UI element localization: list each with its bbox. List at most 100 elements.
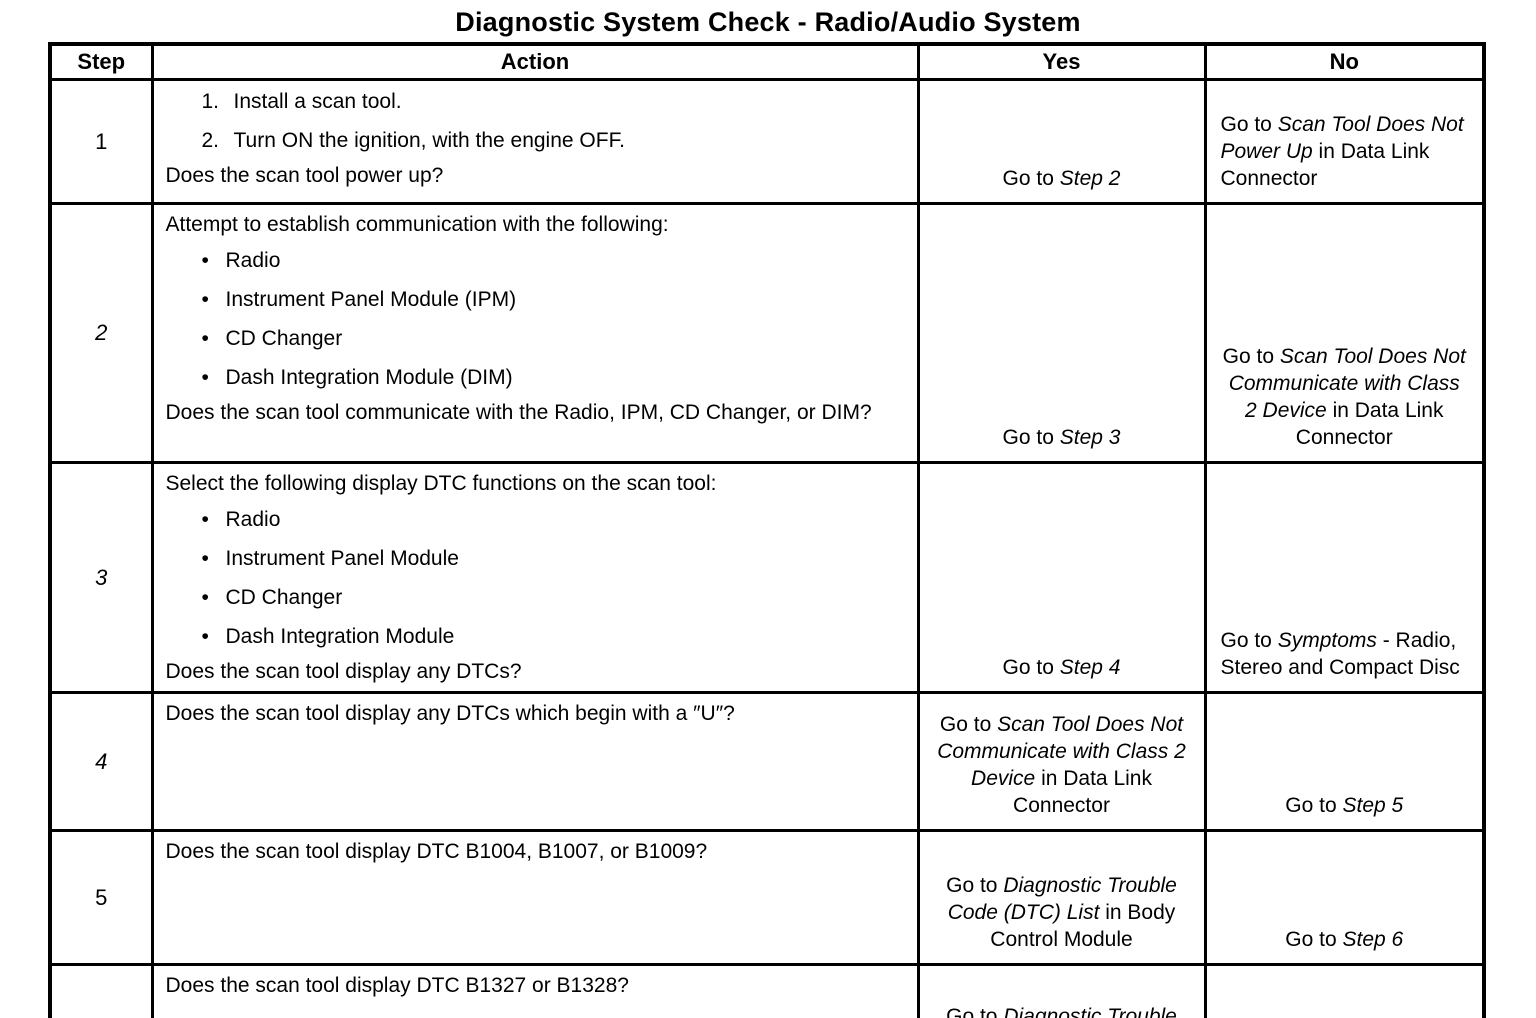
action-bullet-item: • Radio xyxy=(202,506,905,533)
list-number: 2. xyxy=(201,129,220,152)
diagnostic-table: Step Action Yes No 1 1. Install a scan too… xyxy=(48,42,1486,1018)
list-item-text: Radio xyxy=(225,508,281,531)
bullet-icon: • xyxy=(201,547,209,570)
action-bullet-item: • Instrument Panel Module (IPM) xyxy=(202,286,905,313)
no-cell: Go to Symptoms - Radio, Stereo and Compa… xyxy=(1203,461,1486,694)
list-number: 1. xyxy=(201,90,220,113)
list-item-text: Instrument Panel Module (IPM) xyxy=(225,288,517,311)
table-row: 1 1. Install a scan tool. 2. Turn ON the ign… xyxy=(48,78,1486,205)
no-cell: Go to Step 5 xyxy=(1203,691,1486,832)
step-cell: 5 xyxy=(48,829,154,966)
action-cell: Select the following display DTC functio… xyxy=(150,461,920,694)
italic-text: Step 4 xyxy=(1059,656,1121,679)
italic-text: Diagnostic Trouble Code (DTC) List xyxy=(1003,1005,1177,1018)
list-item-text: CD Changer xyxy=(225,327,343,350)
action-bullet-item: • CD Changer xyxy=(202,584,905,611)
col-header-yes: Yes xyxy=(916,42,1207,81)
italic-text: Step 2 xyxy=(1059,167,1121,190)
plain-text: Go to xyxy=(1222,345,1280,368)
plain-text: in Data Link Connector xyxy=(1013,767,1152,817)
plain-text: Go to xyxy=(1285,794,1343,817)
no-cell: Go to Scan Tool Does Not Power Up in Dat… xyxy=(1203,78,1486,205)
table-row: 6 Does the scan tool display DTC B1327 or… xyxy=(48,963,1486,1018)
plain-text: Go to xyxy=(1002,167,1060,190)
list-item-text: Install a scan tool. xyxy=(233,90,402,113)
yes-cell: Go to Scan Tool Does Not Communicate wit… xyxy=(916,691,1207,832)
plain-text: Go to xyxy=(1220,113,1278,136)
bullet-icon: • xyxy=(201,249,209,272)
plain-text: Go to xyxy=(1002,656,1060,679)
action-numbered-item: 2. Turn ON the ignition, with the engine … xyxy=(202,127,905,154)
action-question: Does the scan tool display any DTCs? xyxy=(165,660,522,683)
italic-text: Step 6 xyxy=(1342,928,1404,951)
action-cell: Attempt to establish communication with … xyxy=(150,202,920,464)
action-bullet-item: • Radio xyxy=(202,247,905,274)
italic-text: Step 5 xyxy=(1342,794,1404,817)
col-header-step: Step xyxy=(48,42,154,81)
action-cell: Does the scan tool display any DTCs whic… xyxy=(150,691,920,832)
table-row: 4 Does the scan tool display any DTCs whi… xyxy=(48,691,1486,832)
bullet-icon: • xyxy=(201,366,209,389)
plain-text: in Data Link Connector xyxy=(1295,399,1444,449)
plain-text: - Radio, Stereo and Compact Disc xyxy=(1220,629,1460,679)
italic-text: Scan Tool Does Not Power Up xyxy=(1220,113,1464,163)
plain-text: Go to xyxy=(1285,928,1343,951)
yes-cell: Go to Step 3 xyxy=(916,202,1207,464)
plain-text: Go to xyxy=(939,713,998,736)
action-question: Does the scan tool communicate with the … xyxy=(165,401,872,424)
list-item-text: Turn ON the ignition, with the engine OF… xyxy=(233,129,625,152)
table-row: 5 Does the scan tool display DTC B1004, B… xyxy=(48,829,1486,966)
plain-text: in Body Control Module xyxy=(990,901,1176,951)
italic-text: Scan Tool Does Not Communicate with Clas… xyxy=(937,713,1186,790)
plain-text: Go to xyxy=(1002,426,1060,449)
table-body: 1 1. Install a scan tool. 2. Turn ON the ign… xyxy=(48,78,1486,1018)
step-cell: 6 xyxy=(48,963,154,1018)
plain-text: Go to xyxy=(946,874,1004,897)
action-numbered-item: 1. Install a scan tool. xyxy=(202,88,905,115)
list-item-text: Dash Integration Module (DIM) xyxy=(225,366,513,389)
action-cell: 1. Install a scan tool. 2. Turn ON the igni… xyxy=(150,78,920,205)
list-item-text: Radio xyxy=(225,249,281,272)
plain-text: in Data Link Connector xyxy=(1220,140,1430,190)
bullet-icon: • xyxy=(201,586,209,609)
action-cell: Does the scan tool display DTC B1004, B1… xyxy=(150,829,920,966)
bullet-icon: • xyxy=(201,508,209,531)
bullet-icon: • xyxy=(201,625,209,648)
list-item-text: CD Changer xyxy=(225,586,343,609)
no-cell: Go to Step 6 xyxy=(1203,829,1486,966)
yes-cell: Go to Step 2 xyxy=(916,78,1207,205)
list-item-text: Dash Integration Module xyxy=(225,625,455,648)
action-bullet-item: • Instrument Panel Module xyxy=(202,545,905,572)
page-title: Diagnostic System Check - Radio/Audio Sy… xyxy=(455,7,1081,37)
italic-text: Step 3 xyxy=(1059,426,1121,449)
action-question: Does the scan tool display DTC B1327 or … xyxy=(165,974,629,997)
yes-cell: Go to Diagnostic Trouble Code (DTC) List… xyxy=(916,829,1207,966)
bullet-icon: • xyxy=(201,288,209,311)
italic-text: Symptoms xyxy=(1277,629,1377,652)
no-cell: Go to Diagnostic Trouble Code (DTC) List xyxy=(1203,963,1486,1018)
step-cell: 1 xyxy=(48,78,154,205)
col-header-no: No xyxy=(1203,42,1486,81)
plain-text: Go to xyxy=(946,1005,1004,1018)
step-cell: 3 xyxy=(48,461,154,694)
action-bullet-item: • CD Changer xyxy=(202,325,905,352)
action-bullet-item: • Dash Integration Module (DIM) xyxy=(202,364,905,391)
col-header-action: Action xyxy=(150,42,920,81)
step-cell: 2 xyxy=(48,202,154,464)
yes-cell: Go to Diagnostic Trouble Code (DTC) List… xyxy=(916,963,1207,1018)
table-row: 2 Attempt to establish communication with… xyxy=(48,202,1486,464)
italic-text: Diagnostic Trouble Code (DTC) List xyxy=(947,874,1177,924)
action-intro: Attempt to establish communication with … xyxy=(165,213,669,236)
bullet-icon: • xyxy=(201,327,209,350)
list-item-text: Instrument Panel Module xyxy=(225,547,459,570)
yes-cell: Go to Step 4 xyxy=(916,461,1207,694)
action-question: Does the scan tool display DTC B1004, B1… xyxy=(165,840,708,863)
action-question: Does the scan tool display any DTCs whic… xyxy=(165,702,735,725)
italic-text: Scan Tool Does Not Communicate with Clas… xyxy=(1228,345,1466,422)
action-bullet-item: • Dash Integration Module xyxy=(202,623,905,650)
action-cell: Does the scan tool display DTC B1327 or … xyxy=(150,963,920,1018)
step-cell: 4 xyxy=(48,691,154,832)
header-row: Step Action Yes No xyxy=(48,42,1486,81)
